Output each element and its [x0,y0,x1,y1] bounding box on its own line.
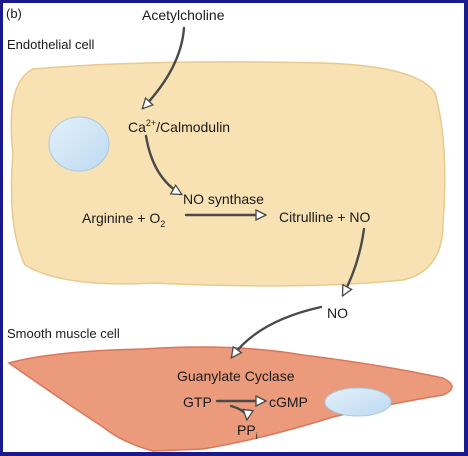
endothelial-cell [10,61,446,287]
arrow-acetylcholine-to-ca [143,26,186,108]
smooth-muscle-cell [7,346,453,452]
muscle-nucleus [324,387,392,417]
smooth-muscle-cell-label: Smooth muscle cell [7,326,120,341]
cgmp-label: cGMP [269,394,308,410]
no-label: NO [327,305,348,321]
arrow-ca-to-no-synthase [144,134,181,194]
gtp-label: GTP [183,394,212,410]
no-synthase-label: NO synthase [183,191,264,207]
citrulline-no-label: Citrulline + NO [279,209,371,225]
ca-calmodulin-label: Ca2+/Calmodulin [128,118,230,135]
endothelial-nucleus [48,116,110,172]
guanylate-cyclase-label: Guanylate Cyclase [177,368,295,384]
diagram-frame: (b) Endothelial cell Acetylcholine Ca2+/… [3,3,464,452]
arrow-no-to-guanylate-cyclase [232,305,323,357]
endothelial-cell-label: Endothelial cell [7,37,95,52]
no-signaling-diagram: (b) Endothelial cell Acetylcholine Ca2+/… [6,6,453,452]
arginine-o2-label: Arginine + O2 [82,210,165,229]
arrow-citrulline-to-no [341,227,366,295]
panel-label: (b) [6,6,22,21]
arrow-gtp-to-ppi [229,404,247,419]
ppi-label: PPi [237,422,258,441]
acetylcholine-label: Acetylcholine [142,7,225,23]
